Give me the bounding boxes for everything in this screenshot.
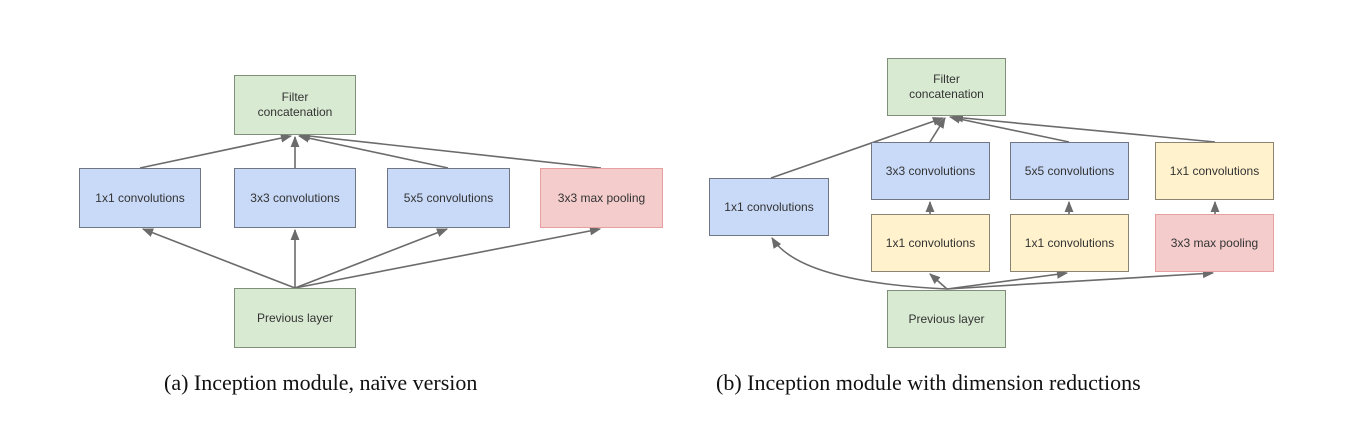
b-reduce3x3-label: 1x1 convolutions: [885, 235, 976, 250]
arrow-b-5x5-to-concat: [948, 114, 1070, 143]
a-conv5x5-node: 5x5 convolutions: [387, 168, 510, 228]
arrow-a-prev-to-5x5: [294, 228, 449, 289]
b-maxpool-node: 3x3 max pooling: [1155, 214, 1274, 272]
b-filter-concatenation-label: Filter concatenation: [909, 72, 984, 101]
b-conv1x1-label: 1x1 convolutions: [724, 199, 814, 214]
arrow-a-5x5-to-concat: [297, 133, 449, 169]
b-previous-layer-node: Previous layer: [887, 290, 1006, 348]
b-reduce5x5-label: 1x1 convolutions: [1024, 235, 1115, 250]
b-previous-layer-label: Previous layer: [908, 311, 985, 326]
arrow-b-pool-proj-to-concat: [951, 113, 1216, 143]
b-conv5x5-node: 5x5 convolutions: [1010, 142, 1129, 200]
b-filter-concatenation-node: Filter concatenation: [887, 58, 1006, 116]
arrow-b-1x1-to-concat: [770, 117, 945, 179]
a-conv3x3-node: 3x3 convolutions: [234, 168, 356, 228]
a-previous-layer-label: Previous layer: [256, 310, 334, 325]
a-previous-layer-node: Previous layer: [234, 288, 356, 348]
b-conv3x3-label: 3x3 convolutions: [885, 163, 976, 178]
b-reduce3x3-node: 1x1 convolutions: [871, 214, 990, 272]
b-conv1x1-node: 1x1 convolutions: [709, 178, 829, 236]
a-conv3x3-label: 3x3 convolutions: [250, 190, 340, 205]
b-reduce5x5-node: 1x1 convolutions: [1010, 214, 1129, 272]
b-conv5x5-label: 5x5 convolutions: [1024, 163, 1115, 178]
arrow-b-prev-to-reduce5: [946, 269, 1069, 290]
b-pool-projection-node: 1x1 convolutions: [1155, 142, 1274, 200]
b-conv3x3-node: 3x3 convolutions: [871, 142, 990, 200]
b-pool-projection-label: 1x1 convolutions: [1169, 163, 1260, 178]
arrow-b-prev-to-1x1: [771, 237, 948, 290]
a-caption: (a) Inception module, naïve version: [164, 370, 478, 395]
a-filter-concatenation-label: Filter concatenation: [257, 90, 333, 119]
arrow-a-pool-to-concat: [298, 131, 602, 169]
arrow-a-prev-to-pool: [294, 226, 602, 289]
arrow-b-prev-to-pool: [946, 269, 1215, 290]
a-conv5x5-label: 5x5 convolutions: [403, 190, 494, 205]
arrow-a-1x1-to-concat: [139, 133, 293, 169]
arrow-b-3x3-to-concat: [929, 117, 946, 143]
a-conv1x1-label: 1x1 convolutions: [95, 190, 185, 205]
arrow-a-prev-to-1x1: [141, 228, 296, 289]
a-filter-concatenation-node: Filter concatenation: [234, 75, 356, 135]
a-conv1x1-node: 1x1 convolutions: [79, 168, 201, 228]
a-maxpool-node: 3x3 max pooling: [540, 168, 663, 228]
b-caption: (b) Inception module with dimension redu…: [716, 370, 1141, 395]
b-maxpool-label: 3x3 max pooling: [1170, 235, 1259, 250]
a-maxpool-label: 3x3 max pooling: [557, 190, 646, 205]
arrow-b-prev-to-reduce3: [929, 273, 948, 290]
